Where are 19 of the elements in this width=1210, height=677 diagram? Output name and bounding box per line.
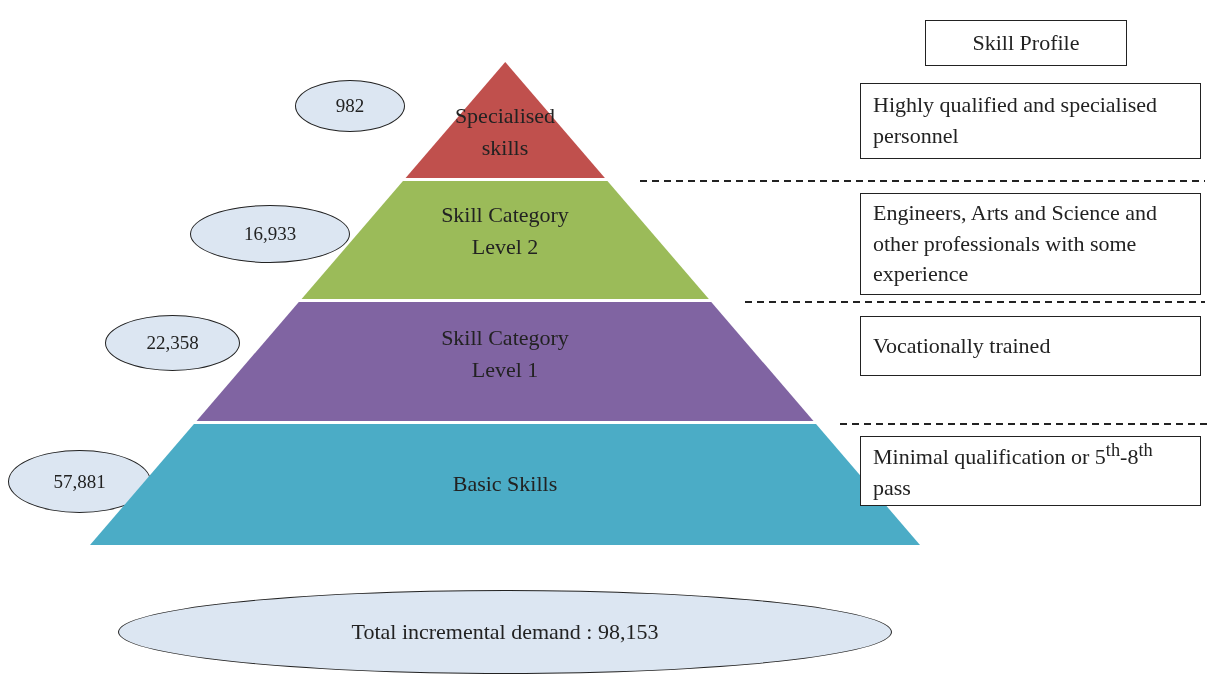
count-label: 22,358 [146, 332, 199, 354]
profile-heading-box [925, 20, 1127, 66]
count-label: 57,881 [53, 470, 106, 493]
level-label: Basic Skills [451, 470, 559, 498]
profile-text: Engineers, Arts and Science and other professionals with some experience [873, 198, 1159, 289]
profile-box [860, 316, 1201, 376]
profile-text: Skill Profile [972, 28, 1080, 57]
level-label: Skill Category Level 2 [440, 201, 570, 261]
level-label: Specialised skills [453, 102, 557, 162]
count-label: 16,933 [243, 223, 297, 245]
profile-box [860, 436, 1201, 506]
profile-text: Highly qualified and specialised personnel [873, 91, 1159, 150]
level-label: Skill Category Level 1 [440, 324, 570, 384]
total-label: Total incremental demand : 98,153 [351, 619, 659, 645]
profile-box [860, 193, 1201, 295]
profile-text: Minimal qualification or 5$^{th}$-8$^{th}$ pass [873, 439, 1154, 503]
profile-box [860, 83, 1201, 159]
profile-text: Vocationally trained [873, 331, 1051, 360]
count-label: 982 [335, 95, 365, 117]
